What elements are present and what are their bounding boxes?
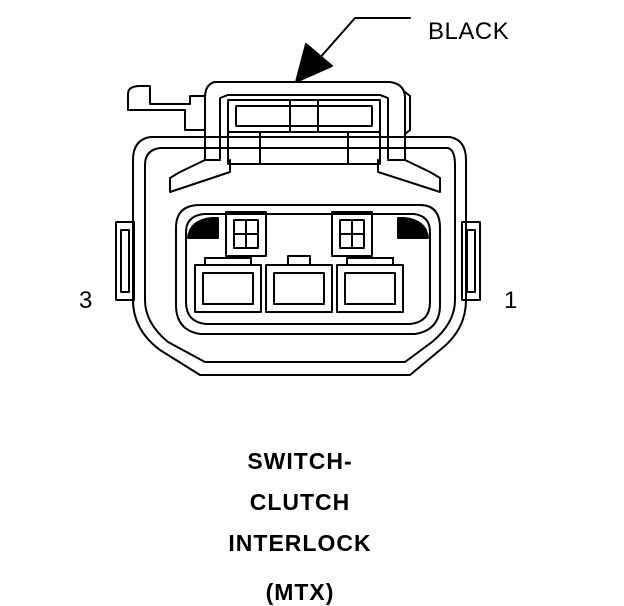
side-latch-left [115,221,135,301]
locking-tab [127,81,441,193]
pin-number-left: 3 [79,287,93,314]
connector-face [175,204,441,335]
caption-line-1: SWITCH- [247,448,353,474]
side-latch-right [461,221,481,301]
wire-color-label: BLACK [428,18,510,45]
connector-housing [132,136,467,376]
pin-cavity-2 [265,255,333,313]
key-left [225,211,267,257]
key-right [331,211,373,257]
pin-number-right: 1 [504,287,518,314]
pin-cavity-1 [336,257,404,313]
caption-line-2: CLUTCH [249,489,351,515]
pin-cavity-3 [194,257,262,313]
caption-line-3: INTERLOCK [228,530,372,556]
caption-line-4: (MTX) [265,579,335,605]
color-leader [295,17,411,83]
